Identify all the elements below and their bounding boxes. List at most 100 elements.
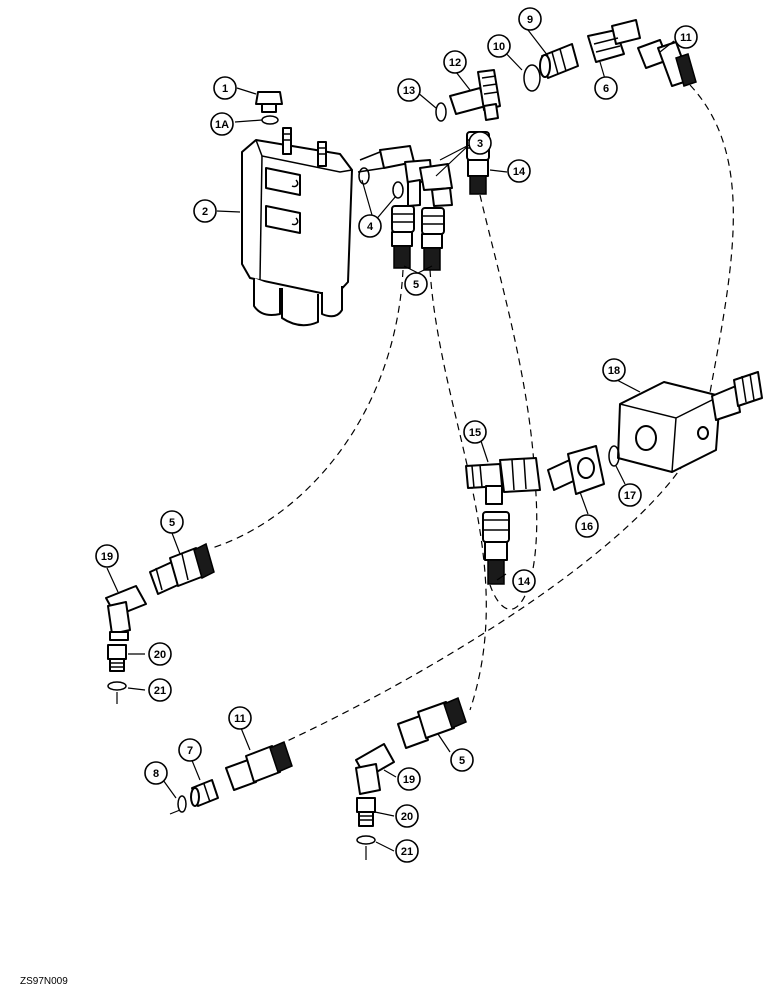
callout-circle bbox=[95, 544, 119, 568]
callout-circle bbox=[213, 76, 237, 100]
o-ring-21-lower bbox=[356, 835, 376, 845]
callout-number: 1 bbox=[222, 83, 228, 95]
callout-circle bbox=[518, 7, 542, 31]
callout-circle bbox=[450, 748, 474, 772]
callout-number: 5 bbox=[413, 279, 419, 291]
callout-c14b: 14 bbox=[512, 569, 536, 593]
callout-number: 5 bbox=[169, 517, 175, 529]
callout-c2: 2 bbox=[193, 199, 217, 223]
callout-circle bbox=[160, 510, 184, 534]
callout-circle bbox=[148, 678, 172, 702]
callout-number: 2 bbox=[202, 206, 208, 218]
callout-number: 15 bbox=[469, 427, 481, 439]
callout-number: 19 bbox=[403, 774, 415, 786]
hose-end-5-left bbox=[391, 205, 415, 269]
callout-number: 13 bbox=[403, 85, 415, 97]
callout-circle bbox=[575, 514, 599, 538]
callout-number: 4 bbox=[367, 221, 374, 233]
tee-fitting-12 bbox=[449, 69, 501, 121]
callout-c11a: 11 bbox=[674, 25, 698, 49]
callout-circle bbox=[594, 76, 618, 100]
callout-circle bbox=[395, 804, 419, 828]
callout-c13: 13 bbox=[397, 78, 421, 102]
callout-number: 3 bbox=[477, 138, 483, 150]
callout-number: 20 bbox=[401, 811, 413, 823]
adapter-20-left bbox=[107, 644, 127, 672]
callout-c5b: 5 bbox=[404, 272, 428, 296]
callout-c12: 12 bbox=[443, 50, 467, 74]
o-ring-13 bbox=[435, 102, 447, 122]
callout-number: 7 bbox=[187, 745, 193, 757]
o-ring-4a bbox=[358, 167, 370, 185]
o-ring-10 bbox=[523, 64, 541, 92]
callout-circle bbox=[468, 131, 492, 155]
callout-circle bbox=[487, 34, 511, 58]
hose-end-5-mid-left bbox=[149, 542, 215, 595]
callout-number: 5 bbox=[459, 755, 465, 767]
callout-c4: 4 bbox=[358, 214, 382, 238]
callout-number: 9 bbox=[527, 14, 533, 26]
callout-circle bbox=[397, 78, 421, 102]
callout-number: 12 bbox=[449, 57, 461, 69]
callout-c5a: 5 bbox=[160, 510, 184, 534]
callout-c11b: 11 bbox=[228, 706, 252, 730]
tee-fitting-15 bbox=[465, 457, 541, 505]
callout-circle bbox=[674, 25, 698, 49]
callout-circle bbox=[602, 358, 626, 382]
callout-c5c: 5 bbox=[450, 748, 474, 772]
callout-number: 21 bbox=[154, 685, 166, 697]
callout-circle bbox=[148, 642, 172, 666]
callout-c18: 18 bbox=[602, 358, 626, 382]
callout-c10: 10 bbox=[487, 34, 511, 58]
callout-c6: 6 bbox=[594, 76, 618, 100]
callout-c17: 17 bbox=[618, 483, 642, 507]
o-ring-21-left bbox=[107, 681, 127, 691]
figure-code: ZS97N009 bbox=[20, 976, 68, 987]
callout-number: 20 bbox=[154, 649, 166, 661]
hose-end-14-mid bbox=[482, 511, 510, 585]
callout-number: 8 bbox=[153, 768, 159, 780]
callout-circle bbox=[507, 159, 531, 183]
o-ring-1a bbox=[261, 115, 279, 125]
callout-number: 19 bbox=[101, 551, 113, 563]
callout-circle bbox=[618, 483, 642, 507]
callout-number: 11 bbox=[234, 713, 246, 725]
callout-c14a: 14 bbox=[507, 159, 531, 183]
callout-circle bbox=[463, 420, 487, 444]
callout-circle bbox=[395, 839, 419, 863]
callout-number: 10 bbox=[493, 41, 505, 53]
callout-c15: 15 bbox=[463, 420, 487, 444]
callout-circle bbox=[358, 214, 382, 238]
hose-end-11-lower bbox=[225, 740, 293, 791]
callout-c9: 9 bbox=[518, 7, 542, 31]
callout-c7: 7 bbox=[178, 738, 202, 762]
o-ring-8 bbox=[177, 795, 187, 813]
o-ring-4b bbox=[392, 181, 404, 199]
control-valve-body bbox=[241, 127, 353, 327]
callout-circle bbox=[178, 738, 202, 762]
callout-c8: 8 bbox=[144, 761, 168, 785]
elbow-6 bbox=[587, 19, 641, 63]
hose-end-5-lower bbox=[397, 696, 467, 749]
callout-c19a: 19 bbox=[95, 544, 119, 568]
callout-circle bbox=[443, 50, 467, 74]
hose-end-5-right bbox=[421, 207, 445, 271]
callout-c16: 16 bbox=[575, 514, 599, 538]
callout-c20b: 20 bbox=[395, 804, 419, 828]
callout-number: 21 bbox=[401, 846, 413, 858]
callout-c19b: 19 bbox=[397, 767, 421, 791]
callout-c21b: 21 bbox=[395, 839, 419, 863]
callout-number: 1A bbox=[215, 119, 229, 131]
adapter-7 bbox=[190, 779, 219, 807]
elbow-19-lower bbox=[355, 743, 395, 795]
callout-c20a: 20 bbox=[148, 642, 172, 666]
elbow-fittings bbox=[357, 145, 453, 207]
callout-circle bbox=[512, 569, 536, 593]
plug bbox=[255, 91, 283, 113]
callout-number: 18 bbox=[608, 365, 620, 377]
adapter-20-lower bbox=[356, 797, 376, 827]
adapter-9 bbox=[539, 43, 579, 79]
callout-number: 6 bbox=[603, 83, 609, 95]
callout-circle bbox=[397, 767, 421, 791]
